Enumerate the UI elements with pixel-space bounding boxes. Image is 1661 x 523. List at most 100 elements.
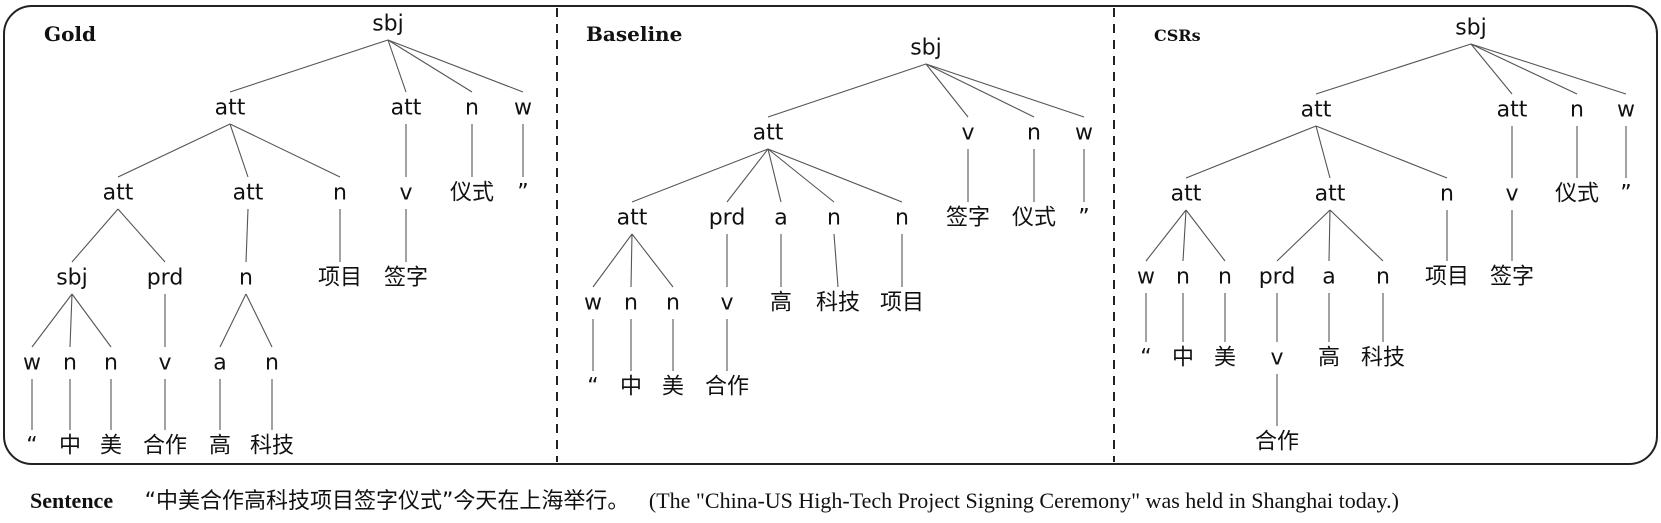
sentence-label: Sentence — [30, 488, 114, 513]
tree-node-t4: 签字 — [384, 266, 428, 291]
tree-node-e5: 高 — [1318, 346, 1340, 371]
tree-node-t6: 项目 — [880, 291, 924, 316]
tree-node-e5: 高 — [209, 434, 231, 459]
tree-edge-c1-d1 — [31, 293, 73, 348]
tree-edge-a1-b1 — [117, 123, 231, 178]
tree-node-b1: att — [1171, 182, 1202, 207]
tree-node-c2: n — [1176, 265, 1190, 290]
tree-node-e3: 美 — [662, 375, 684, 400]
tree-node-b4: v — [1505, 182, 1518, 207]
tree-node-e3: 美 — [1214, 346, 1236, 371]
tree-edge-r-n1 — [387, 39, 473, 93]
tree-node-r: sbj — [910, 36, 942, 61]
tree-node-c2: n — [624, 291, 638, 316]
tree-node-t2: ” — [517, 181, 528, 206]
tree-edge-b1-c2 — [630, 233, 633, 288]
tree-node-c4: prd — [1259, 265, 1296, 290]
tree-node-t2: ” — [1620, 182, 1631, 207]
tree-node-w1: w — [514, 96, 532, 121]
sentence-english: (The "China-US High-Tech Project Signing… — [648, 488, 1399, 513]
tree-edge-r-n1 — [1470, 43, 1578, 95]
tree-node-a2: att — [391, 96, 422, 121]
sentence-line: Sentence “中美合作高科技项目签字仪式”今天在上海举行。 (The "C… — [30, 483, 1650, 515]
tree-node-d4: v — [1270, 346, 1283, 371]
tree-node-t3: 项目 — [1425, 265, 1469, 290]
tree-node-d4: v — [158, 351, 171, 376]
tree-node-b1: att — [617, 206, 648, 231]
tree-node-t1: 签字 — [946, 206, 990, 231]
tree-node-c3: n — [666, 291, 680, 316]
tree-node-e3: 美 — [100, 434, 122, 459]
tree-node-b3: n — [1440, 182, 1454, 207]
tree-node-e2: 中 — [59, 434, 81, 459]
tree-edge-r-a1 — [1315, 43, 1472, 95]
tree-node-t1: 仪式 — [1555, 182, 1599, 207]
sentence-chinese: “中美合作高科技项目签字仪式”今天在上海举行。 — [144, 489, 630, 514]
tree-node-e1: “ — [26, 434, 37, 459]
tree-node-a2: att — [1497, 98, 1528, 123]
tree-node-t4: 高 — [770, 291, 792, 316]
tree-node-r: sbj — [372, 12, 404, 37]
tree-node-n1: n — [1570, 98, 1584, 123]
tree-edge-b2-c5 — [1328, 209, 1331, 262]
tree-edge-c1-d2 — [69, 293, 73, 348]
tree-node-e4: 合作 — [143, 434, 187, 459]
tree-edge-r-w1 — [925, 63, 1085, 118]
tree-node-c6: n — [1376, 265, 1390, 290]
tree-edge-c3-d5 — [219, 293, 247, 348]
tree-node-n1: n — [465, 96, 479, 121]
tree-node-c1: sbj — [56, 266, 88, 291]
tree-node-a1: att — [753, 121, 784, 146]
tree-edge-b1-c3 — [1185, 209, 1226, 262]
tree-node-t2: 仪式 — [1012, 206, 1056, 231]
tree-node-b4: n — [827, 206, 841, 231]
tree-node-a1: att — [215, 96, 246, 121]
tree-node-b1: att — [103, 181, 134, 206]
panel-title-gold: Gold — [44, 22, 96, 46]
tree-edge-a1-b2 — [1315, 125, 1331, 179]
tree-node-d3: n — [104, 351, 118, 376]
tree-edge-a1-b3 — [1315, 125, 1448, 179]
tree-node-w1: w — [1617, 98, 1635, 123]
tree-edge-c1-d3 — [71, 293, 112, 348]
tree-node-w1: w — [1075, 121, 1093, 146]
tree-edge-a1-b4 — [767, 148, 835, 203]
tree-node-a1: att — [1301, 98, 1332, 123]
tree-node-c1: w — [1137, 265, 1155, 290]
tree-edge-r-a1 — [767, 63, 927, 118]
tree-node-t5: 科技 — [816, 291, 860, 316]
tree-edge-b1-c2 — [1182, 209, 1187, 262]
tree-node-c3: n — [1218, 265, 1232, 290]
tree-edge-r-a2 — [387, 39, 407, 93]
tree-node-b3: n — [333, 181, 347, 206]
tree-edge-r-a1 — [229, 39, 389, 93]
tree-node-b5: n — [895, 206, 909, 231]
tree-node-e1: “ — [587, 375, 598, 400]
tree-edge-a1-b1 — [1185, 125, 1317, 179]
tree-node-d2: n — [63, 351, 77, 376]
tree-node-t3: ” — [1078, 206, 1089, 231]
tree-edge-r-v1 — [925, 63, 969, 118]
panel-title-csrs: CSRs — [1154, 26, 1201, 45]
tree-node-b4: v — [399, 181, 412, 206]
tree-edge-a1-b3 — [229, 123, 341, 178]
tree-node-d1: w — [23, 351, 41, 376]
panel-title-baseline: Baseline — [586, 22, 682, 46]
tree-edge-b2-c4 — [1276, 209, 1331, 262]
tree-node-b2: att — [233, 181, 264, 206]
tree-node-v1: v — [961, 121, 974, 146]
tree-node-b2: prd — [709, 206, 746, 231]
tree-node-e2: 中 — [620, 375, 642, 400]
tree-edge-b1-c1 — [71, 208, 119, 263]
tree-edge-r-w1 — [1470, 43, 1627, 95]
tree-edge-b2-c6 — [1329, 209, 1384, 262]
tree-node-t3: 项目 — [318, 266, 362, 291]
tree-node-c1: w — [584, 291, 602, 316]
tree-edge-a1-b2 — [229, 123, 249, 178]
diagram-frame — [3, 5, 1658, 465]
tree-edge-b4-t5 — [833, 233, 839, 288]
tree-node-e6: 科技 — [1361, 346, 1405, 371]
